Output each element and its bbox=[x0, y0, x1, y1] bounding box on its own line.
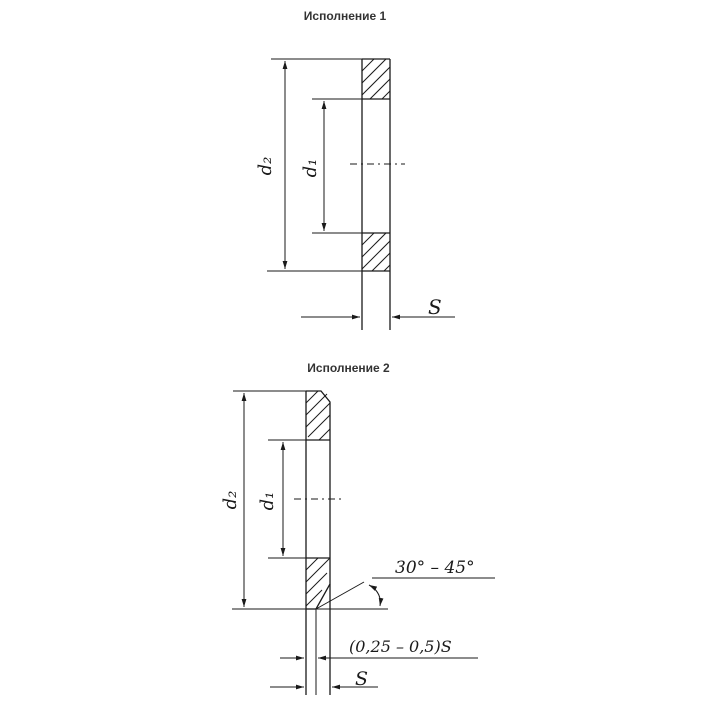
figure1-drawing: d₂ d₁ S bbox=[255, 58, 455, 330]
figure1-hatch-bottom bbox=[361, 232, 391, 272]
figure2-angle-leader bbox=[315, 581, 365, 610]
figure1-s-label: S bbox=[428, 295, 442, 319]
figure2-s-label: S bbox=[355, 668, 368, 690]
figure2-d1-label: d₁ bbox=[257, 492, 278, 511]
figure2-d2-label: d₂ bbox=[220, 491, 241, 510]
figure2-hatch-bottom bbox=[305, 557, 331, 607]
figure2-angle-label: 30° – 45° bbox=[395, 558, 475, 578]
figure1-hatch-top bbox=[361, 58, 391, 100]
figure2-title: Исполнение 2 bbox=[307, 361, 390, 375]
figure2-drawing: d₂ d₁ 30° – 45° (0,25 – 0,5)S S bbox=[220, 390, 495, 695]
figure1-d1-label: d₁ bbox=[300, 159, 321, 178]
figure1-title: Исполнение 1 bbox=[303, 9, 387, 23]
figure2-chamfer-label: (0,25 – 0,5)S bbox=[349, 637, 452, 656]
figure1-d2-label: d₂ bbox=[255, 157, 276, 176]
figure2-washer-section bbox=[305, 390, 331, 695]
figure1-washer-section bbox=[361, 58, 391, 330]
figure2-hatch-top bbox=[305, 390, 331, 441]
figure2-angle-arc bbox=[368, 584, 384, 607]
